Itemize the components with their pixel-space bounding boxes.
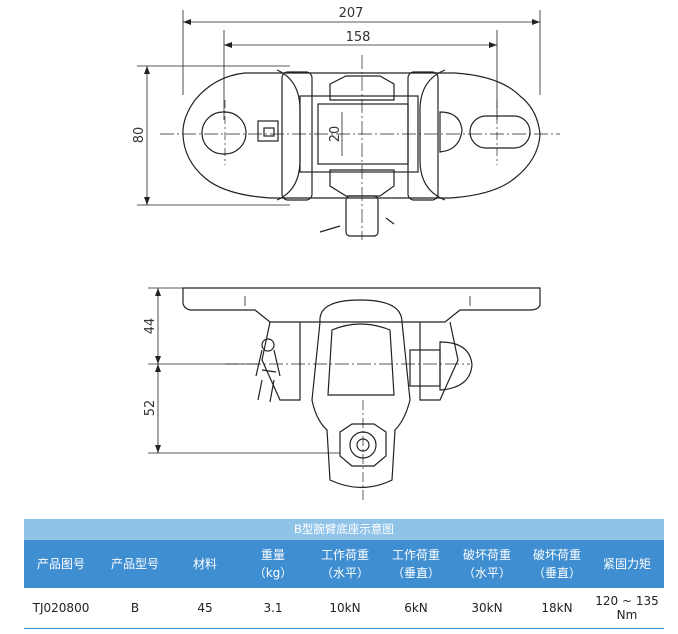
table-cell: 3.1 bbox=[263, 601, 283, 615]
spec-table: B型腕臂底座示意图 产品图号 产品型号 材料 重量（kg） 工作荷重（水平） 工… bbox=[24, 519, 664, 629]
header-cell: 产品图号 bbox=[36, 557, 85, 571]
header-cell: 材料 bbox=[192, 557, 217, 571]
technical-drawing: 207 158 80 20 44 52 bbox=[132, 6, 560, 500]
header-cell: 工作荷重（水平） bbox=[320, 548, 369, 580]
dim-pin: 20 bbox=[328, 126, 343, 143]
header-cell: 破坏荷重（水平） bbox=[462, 548, 511, 580]
dim-hole-spacing: 158 bbox=[346, 30, 371, 45]
dim-overall-length: 207 bbox=[339, 6, 364, 21]
header-cell: 重量（kg） bbox=[253, 548, 293, 580]
header-cell: 产品型号 bbox=[110, 557, 159, 571]
header-cell: 紧固力矩 bbox=[602, 557, 651, 571]
table-cell: 10kN bbox=[329, 601, 361, 615]
dim-height: 80 bbox=[132, 127, 147, 144]
table-cell: 6kN bbox=[404, 601, 428, 615]
table-cell: 18kN bbox=[541, 601, 573, 615]
side-view bbox=[148, 287, 541, 500]
top-view bbox=[137, 10, 560, 240]
header-cell: 工作荷重（垂直） bbox=[391, 548, 440, 580]
dim-upper: 44 bbox=[143, 318, 158, 335]
header-cell: 破坏荷重（垂直） bbox=[532, 548, 581, 580]
table-cell: 120 ~ 135 Nm bbox=[595, 594, 659, 622]
table-cell: TJ020800 bbox=[32, 601, 90, 615]
table-header: 产品图号 产品型号 材料 重量（kg） 工作荷重（水平） 工作荷重（垂直） 破坏… bbox=[24, 540, 664, 588]
table-row: TJ020800 B 45 3.1 10kN 6kN 30kN 18kN 120… bbox=[24, 588, 664, 628]
dim-lower: 52 bbox=[143, 400, 158, 417]
table-cell: 30kN bbox=[471, 601, 503, 615]
table-cell: 45 bbox=[197, 601, 213, 615]
table-cell: B bbox=[130, 601, 140, 615]
table-title: B型腕臂底座示意图 bbox=[24, 519, 664, 540]
table-bottom-rule bbox=[24, 628, 664, 629]
